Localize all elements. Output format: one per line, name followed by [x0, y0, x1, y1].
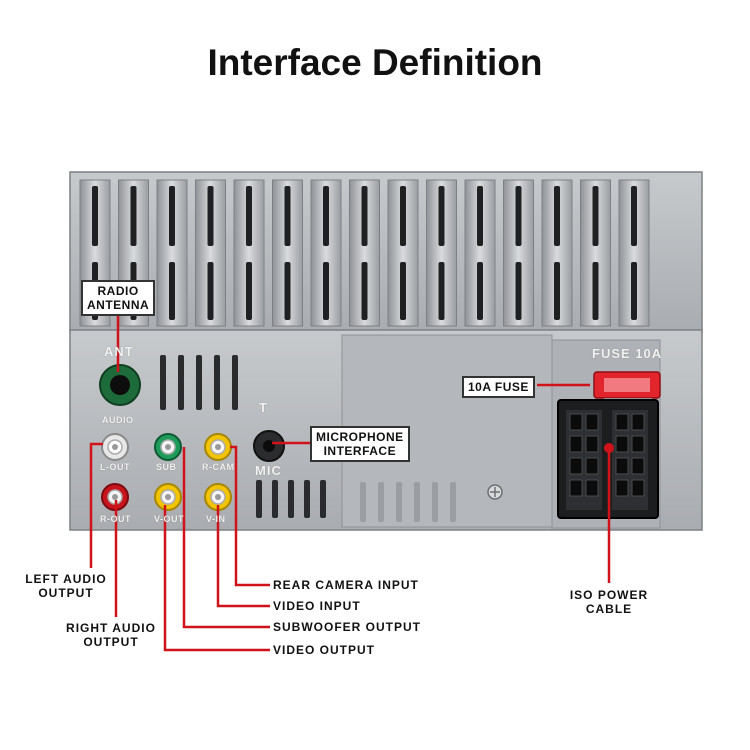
rca-v-out — [154, 483, 182, 511]
callout-radio-antenna-line1: RADIO — [97, 284, 139, 298]
vent-slot — [130, 186, 137, 246]
vent-slot — [400, 186, 406, 246]
callout-iso-power-line1: ISO POWER — [569, 588, 649, 602]
callout-video-output: VIDEO OUTPUT — [273, 643, 376, 657]
marking-ant: ANT — [104, 344, 134, 359]
vent-slot — [515, 186, 522, 246]
line-left-audio — [89, 442, 103, 568]
vent-slot — [246, 262, 252, 320]
vent-slot — [477, 186, 483, 246]
callout-left-audio-line1: LEFT AUDIO — [25, 572, 107, 586]
vent-slot — [323, 262, 329, 320]
marking-r-out: R-OUT — [100, 514, 131, 524]
rca-sub — [154, 433, 182, 461]
vent-slot — [592, 262, 599, 320]
marking-audio: AUDIO — [102, 415, 134, 425]
line-video-input — [216, 505, 270, 608]
callout-subwoofer: SUBWOOFER OUTPUT — [273, 620, 421, 634]
callout-iso-power: ISO POWER CABLE — [562, 588, 656, 616]
lower-vents — [256, 480, 326, 518]
callout-iso-power-line2: CABLE — [585, 602, 633, 616]
callout-right-audio-line2: OUTPUT — [83, 635, 139, 649]
marking-fuse-rating: FUSE 10A — [592, 346, 663, 361]
marking-mic-top: T — [259, 400, 268, 415]
vent-slot — [207, 186, 214, 246]
vent-slot — [515, 262, 522, 320]
vent-slot — [207, 262, 214, 320]
vent-slot — [361, 186, 368, 246]
vent-slot — [438, 262, 445, 320]
callout-microphone-line2: INTERFACE — [323, 444, 397, 458]
vent-grid — [79, 179, 650, 327]
vent-slot — [592, 186, 599, 246]
page-title: Interface Definition — [207, 42, 543, 83]
callout-radio-antenna-line2: ANTENNA — [87, 298, 150, 312]
mic-jack — [253, 430, 285, 462]
vent-slot — [438, 186, 445, 246]
rca-l-out — [101, 433, 129, 461]
callout-rear-camera: REAR CAMERA INPUT — [273, 578, 419, 592]
rca-v-in — [204, 483, 232, 511]
side-vents-left — [160, 355, 238, 410]
callout-lines — [89, 314, 611, 652]
marking-mic: MIC — [255, 463, 282, 478]
callout-fuse: 10A FUSE — [462, 376, 535, 398]
vent-slot — [631, 262, 637, 320]
vent-slot — [361, 262, 368, 320]
iso-connector — [557, 399, 659, 519]
vent-slot — [631, 186, 637, 246]
vent-slot — [246, 186, 252, 246]
marking-r-cam: R-CAM — [202, 462, 235, 472]
center-vents — [360, 482, 456, 522]
vent-slot — [284, 262, 291, 320]
callout-microphone-line1: MICROPHONE — [316, 430, 404, 444]
marking-v-in: V-IN — [206, 514, 226, 524]
line-rear-camera — [230, 445, 270, 587]
callout-left-audio: LEFT AUDIO OUTPUT — [22, 572, 110, 600]
callout-left-audio-line2: OUTPUT — [38, 586, 94, 600]
vent-slot — [477, 262, 483, 320]
callout-video-input: VIDEO INPUT — [273, 599, 361, 613]
antenna-jack — [99, 364, 141, 406]
vent-slot — [284, 186, 291, 246]
vent-slot — [554, 262, 560, 320]
callout-right-audio: RIGHT AUDIO OUTPUT — [62, 621, 160, 649]
callout-right-audio-line1: RIGHT AUDIO — [66, 621, 156, 635]
marking-sub: SUB — [156, 462, 177, 472]
iso-pointer-dot — [604, 443, 614, 453]
vent-slot — [169, 186, 175, 246]
line-subwoofer — [182, 447, 270, 629]
vent-slot — [400, 262, 406, 320]
marking-l-out: L-OUT — [100, 462, 130, 472]
marking-v-out: V-OUT — [154, 514, 185, 524]
line-video-output — [163, 505, 270, 652]
callout-microphone: MICROPHONE INTERFACE — [310, 426, 410, 462]
callout-radio-antenna: RADIO ANTENNA — [81, 280, 156, 316]
rca-r-cam — [204, 433, 232, 461]
vent-slot — [92, 186, 98, 246]
vent-slot — [554, 186, 560, 246]
vent-slot — [169, 262, 175, 320]
vent-slot — [323, 186, 329, 246]
